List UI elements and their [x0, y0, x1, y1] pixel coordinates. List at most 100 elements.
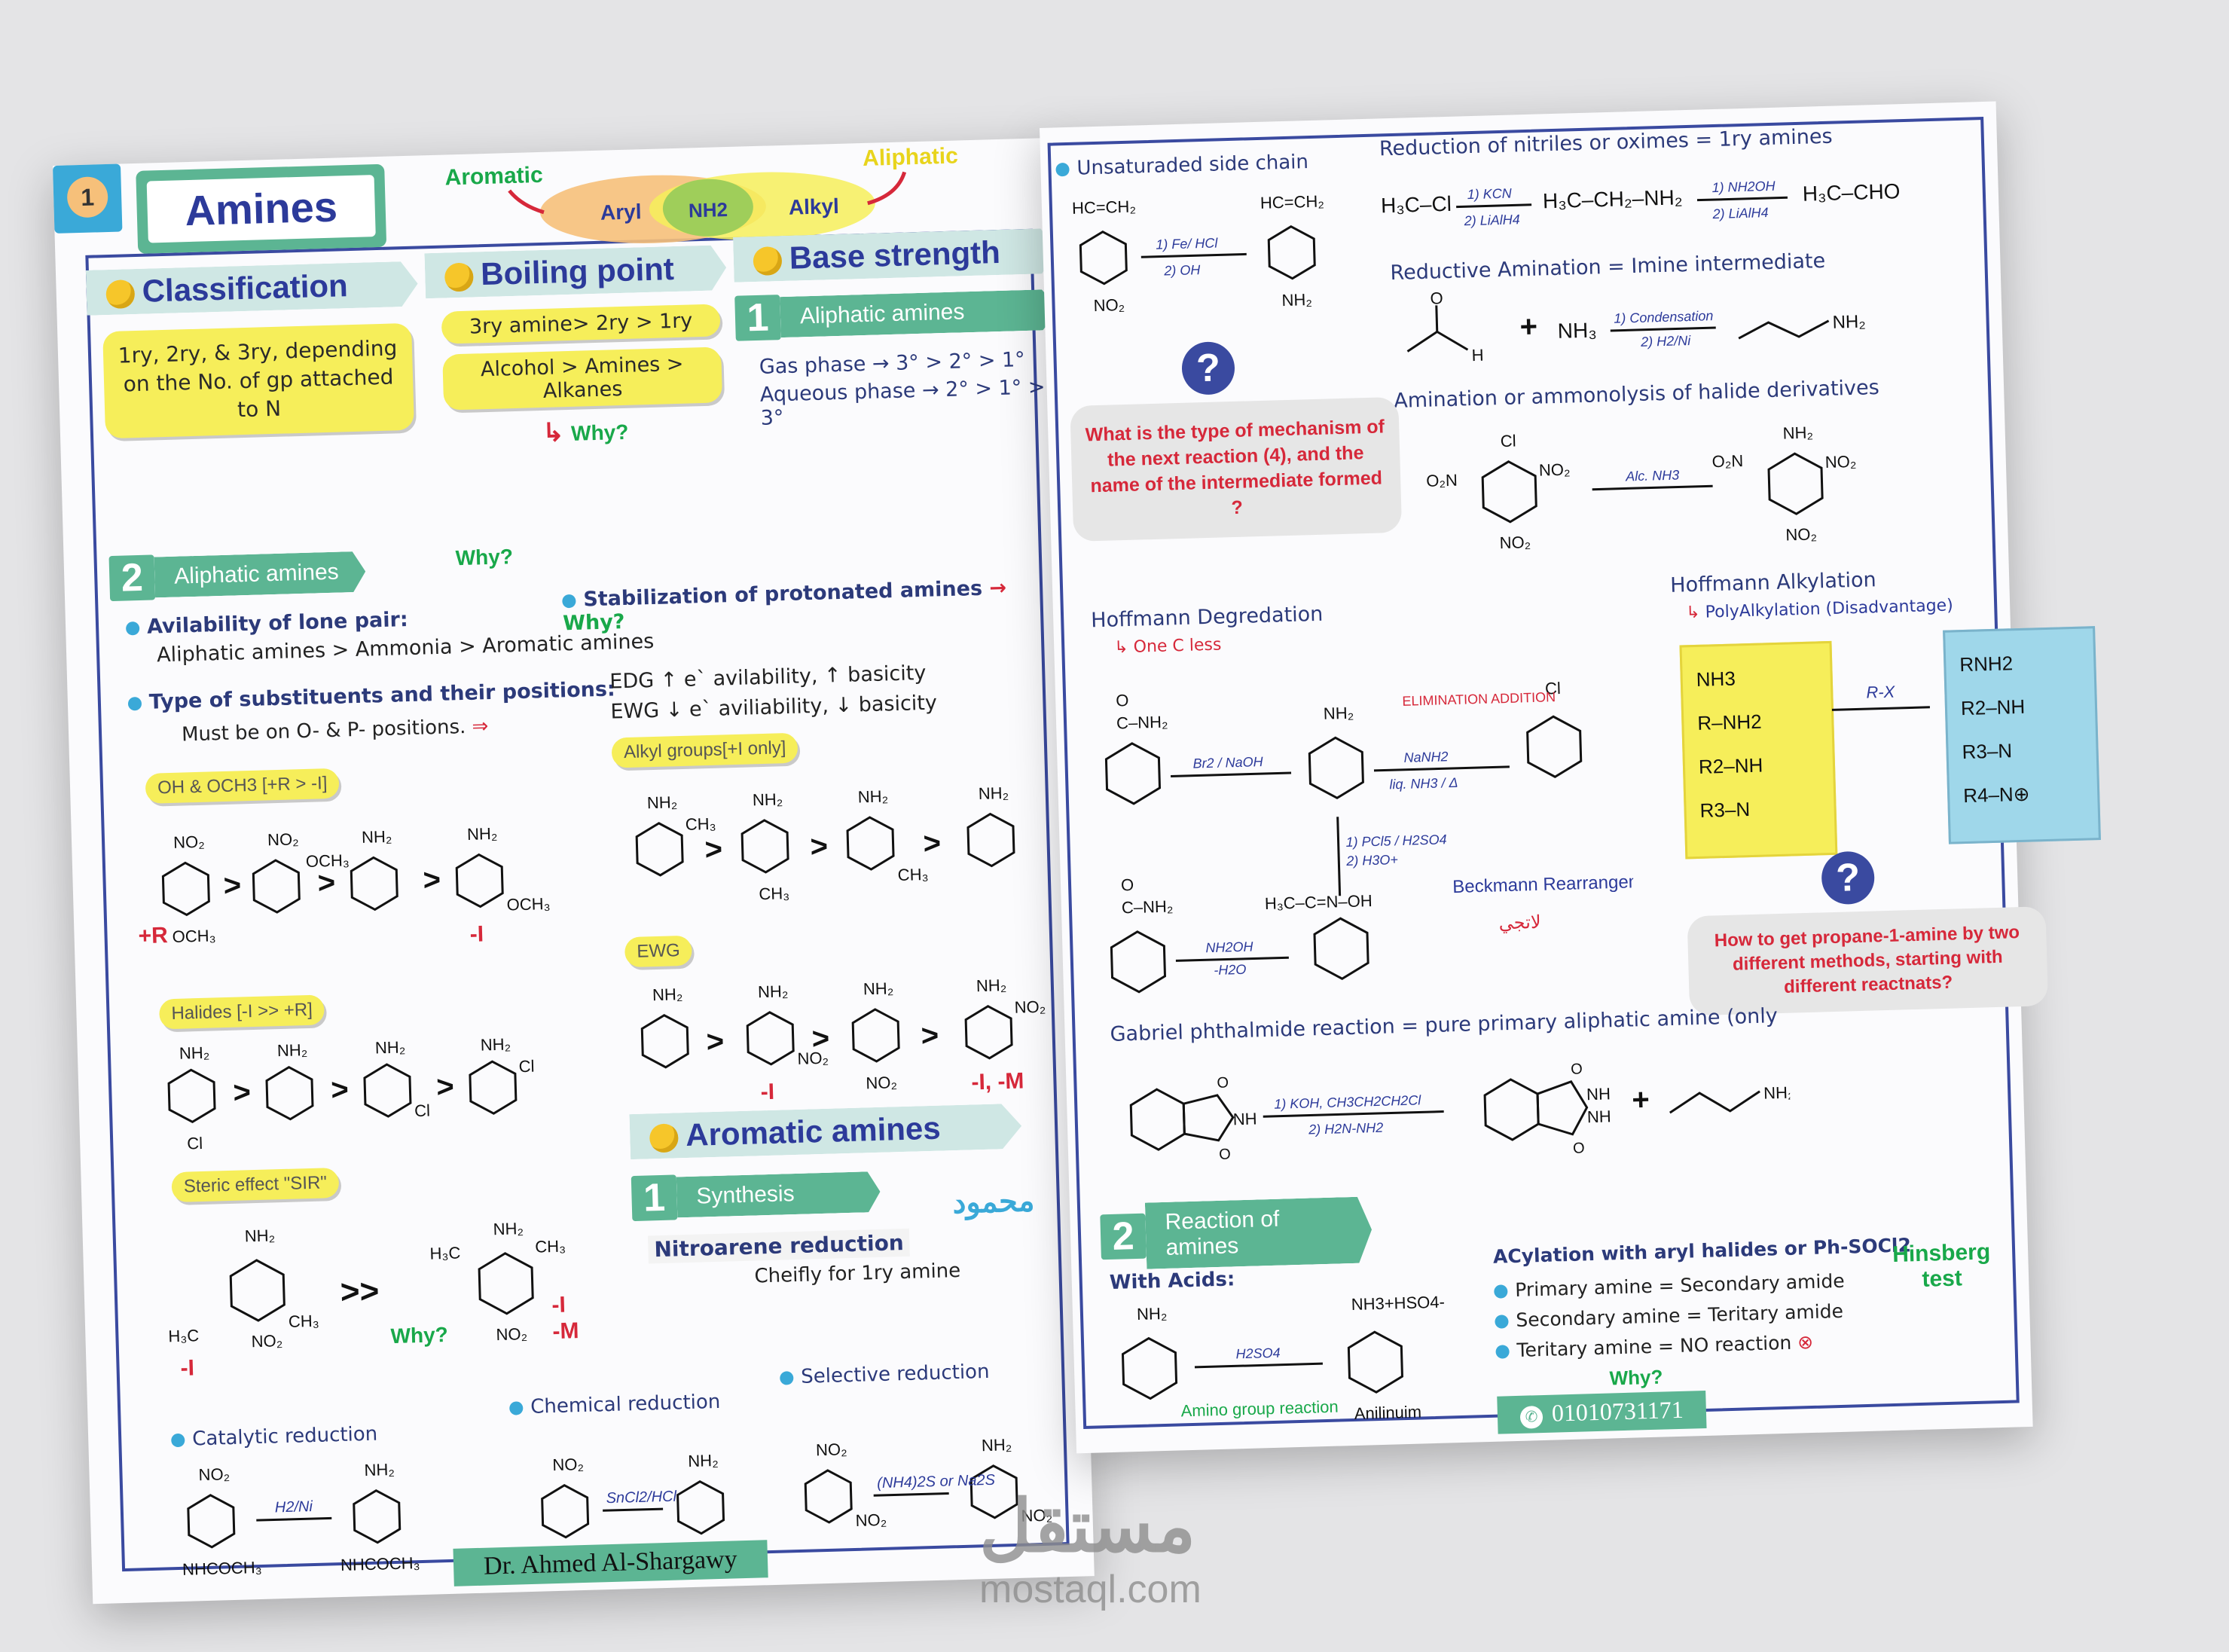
- svg-text:NO₂: NO₂: [1824, 452, 1856, 472]
- svg-text:CH₃: CH₃: [897, 865, 928, 884]
- aliphatic-tab: 2: [108, 554, 156, 602]
- reactions-tab: 2: [1100, 1213, 1147, 1260]
- svg-text:NH: NH: [1587, 1107, 1611, 1126]
- h2so4: H2SO4: [1235, 1345, 1281, 1362]
- svg-text:H₃C: H₃C: [429, 1243, 461, 1263]
- aqueous-phase: Aqueous phase → 2° > 1° > 3°: [759, 375, 1046, 430]
- svg-text:O: O: [1430, 289, 1443, 307]
- svg-text:Cl: Cl: [518, 1057, 534, 1076]
- acid-reaction: NH₂ NH3+HSO4- H2SO4 Amino group reaction…: [1121, 1293, 1445, 1423]
- svg-text:NH₂: NH₂: [364, 1460, 395, 1479]
- svg-text:C–NH₂: C–NH₂: [1122, 896, 1174, 917]
- oh-och3-structures: NO₂ OCH₃ NO₂ OCH₃ NH₂ NH₂ OCH₃ > > > +R …: [138, 824, 551, 948]
- svg-text:NHCOCH₃: NHCOCH₃: [182, 1558, 262, 1579]
- svg-text:>: >: [921, 1019, 939, 1053]
- svg-text:NH₂: NH₂: [277, 1040, 308, 1060]
- title-box: Amines: [136, 163, 387, 254]
- boiling-point-block: Boiling point 3ry amine> 2ry > 1ry Alcoh…: [424, 245, 731, 451]
- kcn-1: 1) KCN: [1467, 186, 1513, 203]
- sel-reagent: (NH4)2S or Na2S: [877, 1472, 996, 1492]
- effect-minus-i: -I: [469, 921, 484, 946]
- alk-right-0: RNH2: [1959, 652, 2014, 676]
- svg-text:NH₂: NH₂: [978, 783, 1009, 803]
- svg-text:NO₂: NO₂: [198, 1464, 230, 1484]
- alk-reactants: NH3 R–NH2 R2–NH R3–N: [1679, 640, 1838, 860]
- svg-text:HC=CH₂: HC=CH₂: [1072, 197, 1137, 217]
- effect-minus-i-right: -I: [551, 1293, 566, 1318]
- svg-text:NO₂: NO₂: [251, 1331, 282, 1351]
- nitriles-reaction: H₃C–Cl 1) KCN 2) LiAlH4 H₃C–CH₂–NH₂ 1) N…: [1381, 179, 1901, 229]
- svg-text:NH₂: NH₂: [1281, 290, 1312, 310]
- svg-text:O: O: [1571, 1061, 1583, 1077]
- question-1: What is the type of mechanism of the nex…: [1070, 396, 1403, 542]
- svg-text:C–NH₂: C–NH₂: [1116, 713, 1168, 733]
- beckmann: Beckmann Rearrangement: [1452, 871, 1636, 897]
- svg-text:NH₂: NH₂: [179, 1043, 210, 1063]
- halide-structures: NH₂ Cl NH₂ NH₂ Cl NH₂ Cl > > >: [167, 1034, 535, 1153]
- alk-left-0: NH3: [1696, 667, 1736, 691]
- svg-text:>: >: [423, 863, 441, 897]
- svg-text:NO₂: NO₂: [267, 829, 299, 849]
- alk-left-2: R2–NH: [1698, 753, 1763, 778]
- svg-text:H: H: [1471, 346, 1484, 365]
- tag-halides: Halides [-I >> +R]: [158, 994, 325, 1030]
- base-strength-ribbon: Aliphatic amines: [780, 289, 1059, 337]
- svg-text:NH₂: NH₂: [375, 1037, 406, 1057]
- svg-text:NH₂: NH₂: [244, 1226, 275, 1245]
- svg-text:O₂N: O₂N: [1426, 471, 1458, 490]
- svg-text:NHCOCH₃: NHCOCH₃: [340, 1553, 420, 1574]
- steric-why: Why?: [390, 1323, 448, 1348]
- svg-text:>: >: [331, 1073, 350, 1107]
- synthesis-ribbon: Synthesis: [676, 1171, 881, 1218]
- svg-text:NH₂: NH₂: [976, 976, 1007, 995]
- elim-add: ELIMINATION ADDITION: [1402, 689, 1556, 709]
- whatsapp-icon: ✆: [1519, 1406, 1544, 1429]
- base-strength-tab: 1: [734, 295, 781, 341]
- question-2: How to get propane-1-amine by two differ…: [1687, 906, 2049, 1016]
- svg-text:NH₂: NH₂: [1832, 311, 1866, 332]
- svg-text:NO₂: NO₂: [1499, 533, 1531, 552]
- tag-oh-och3: OH & OCH3 [+R > -I]: [145, 768, 340, 804]
- steric-structures: NH₂ H₃C CH₃ NO₂ NH₂ H₃C CH₃ NO₂ >> Why? …: [168, 1219, 579, 1381]
- svg-text:NH₂: NH₂: [362, 827, 392, 847]
- svg-text:NH₂: NH₂: [753, 789, 783, 809]
- svg-text:OCH₃: OCH₃: [172, 926, 216, 946]
- chem-reagent: SnCl2/HCl: [606, 1489, 676, 1507]
- amination-reaction: Cl O₂N NO₂ NO₂ NH₂ O₂N NO₂ NO₂ Alc. NH3: [1426, 423, 1857, 552]
- svg-text:HC=CH₂: HC=CH₂: [1260, 191, 1325, 212]
- gabriel-reaction: O NH O 1) KOH, CH3CH2CH2Cl 2) H2N-NH2 O …: [1129, 1061, 1791, 1163]
- venn-aromatic: Aromatic: [444, 163, 543, 191]
- amino-group-reaction: Amino group reaction: [1180, 1397, 1339, 1421]
- classification-block: Classification 1ry, 2ry, & 3ry, dependin…: [86, 261, 422, 439]
- alkyl-structures: NH₂ CH₃ NH₂ CH₃ NH₂ CH₃ NH₂ > > >: [635, 783, 1015, 903]
- gabriel-r2: 2) H2N-NH2: [1308, 1120, 1384, 1137]
- venn-aliphatic: Aliphatic: [863, 143, 959, 171]
- svg-text:NH₃: NH₃: [1557, 318, 1597, 342]
- bulb-icon: [649, 1123, 679, 1153]
- svg-text:O: O: [1121, 875, 1134, 894]
- svg-text:Cl: Cl: [1500, 432, 1516, 451]
- page-number: 1: [66, 176, 108, 218]
- acyl-why: Why?: [1609, 1365, 1663, 1390]
- svg-text:H₃C–CHO: H₃C–CHO: [1802, 179, 1900, 206]
- author-banner: Dr. Ahmed Al-Shargawy: [453, 1540, 768, 1586]
- svg-text:NH₂: NH₂: [647, 792, 678, 812]
- base-strength-heading: Base strength: [733, 228, 1058, 282]
- effect-minus-m: -M: [552, 1318, 579, 1344]
- svg-text:NH₂: NH₂: [493, 1219, 524, 1238]
- svg-text:NO₂: NO₂: [173, 832, 205, 852]
- reactions-row: 2 Reaction of amines: [1100, 1196, 1373, 1270]
- kcn-2: 2) LiAlH4: [1463, 212, 1520, 228]
- bulb-icon: [753, 246, 782, 276]
- alk-reagent: R-X: [1866, 682, 1895, 702]
- unsaturated-reaction: HC=CH₂ NO₂ HC=CH₂ NH₂ 1) Fe/ HCl 2) OH: [1072, 191, 1325, 315]
- cond-1: 1) Condensation: [1614, 308, 1714, 326]
- anilinium-label: Anilinuim: [1354, 1403, 1421, 1423]
- alk-products: RNH2 R2–NH R3–N R4–N⊕: [1943, 626, 2101, 844]
- tag-steric: Steric effect "SIR": [171, 1167, 340, 1203]
- svg-text:NO₂: NO₂: [855, 1510, 887, 1530]
- svg-text:NO₂: NO₂: [866, 1073, 897, 1092]
- svg-text:O: O: [1219, 1146, 1231, 1162]
- svg-text:NH₂: NH₂: [467, 824, 498, 844]
